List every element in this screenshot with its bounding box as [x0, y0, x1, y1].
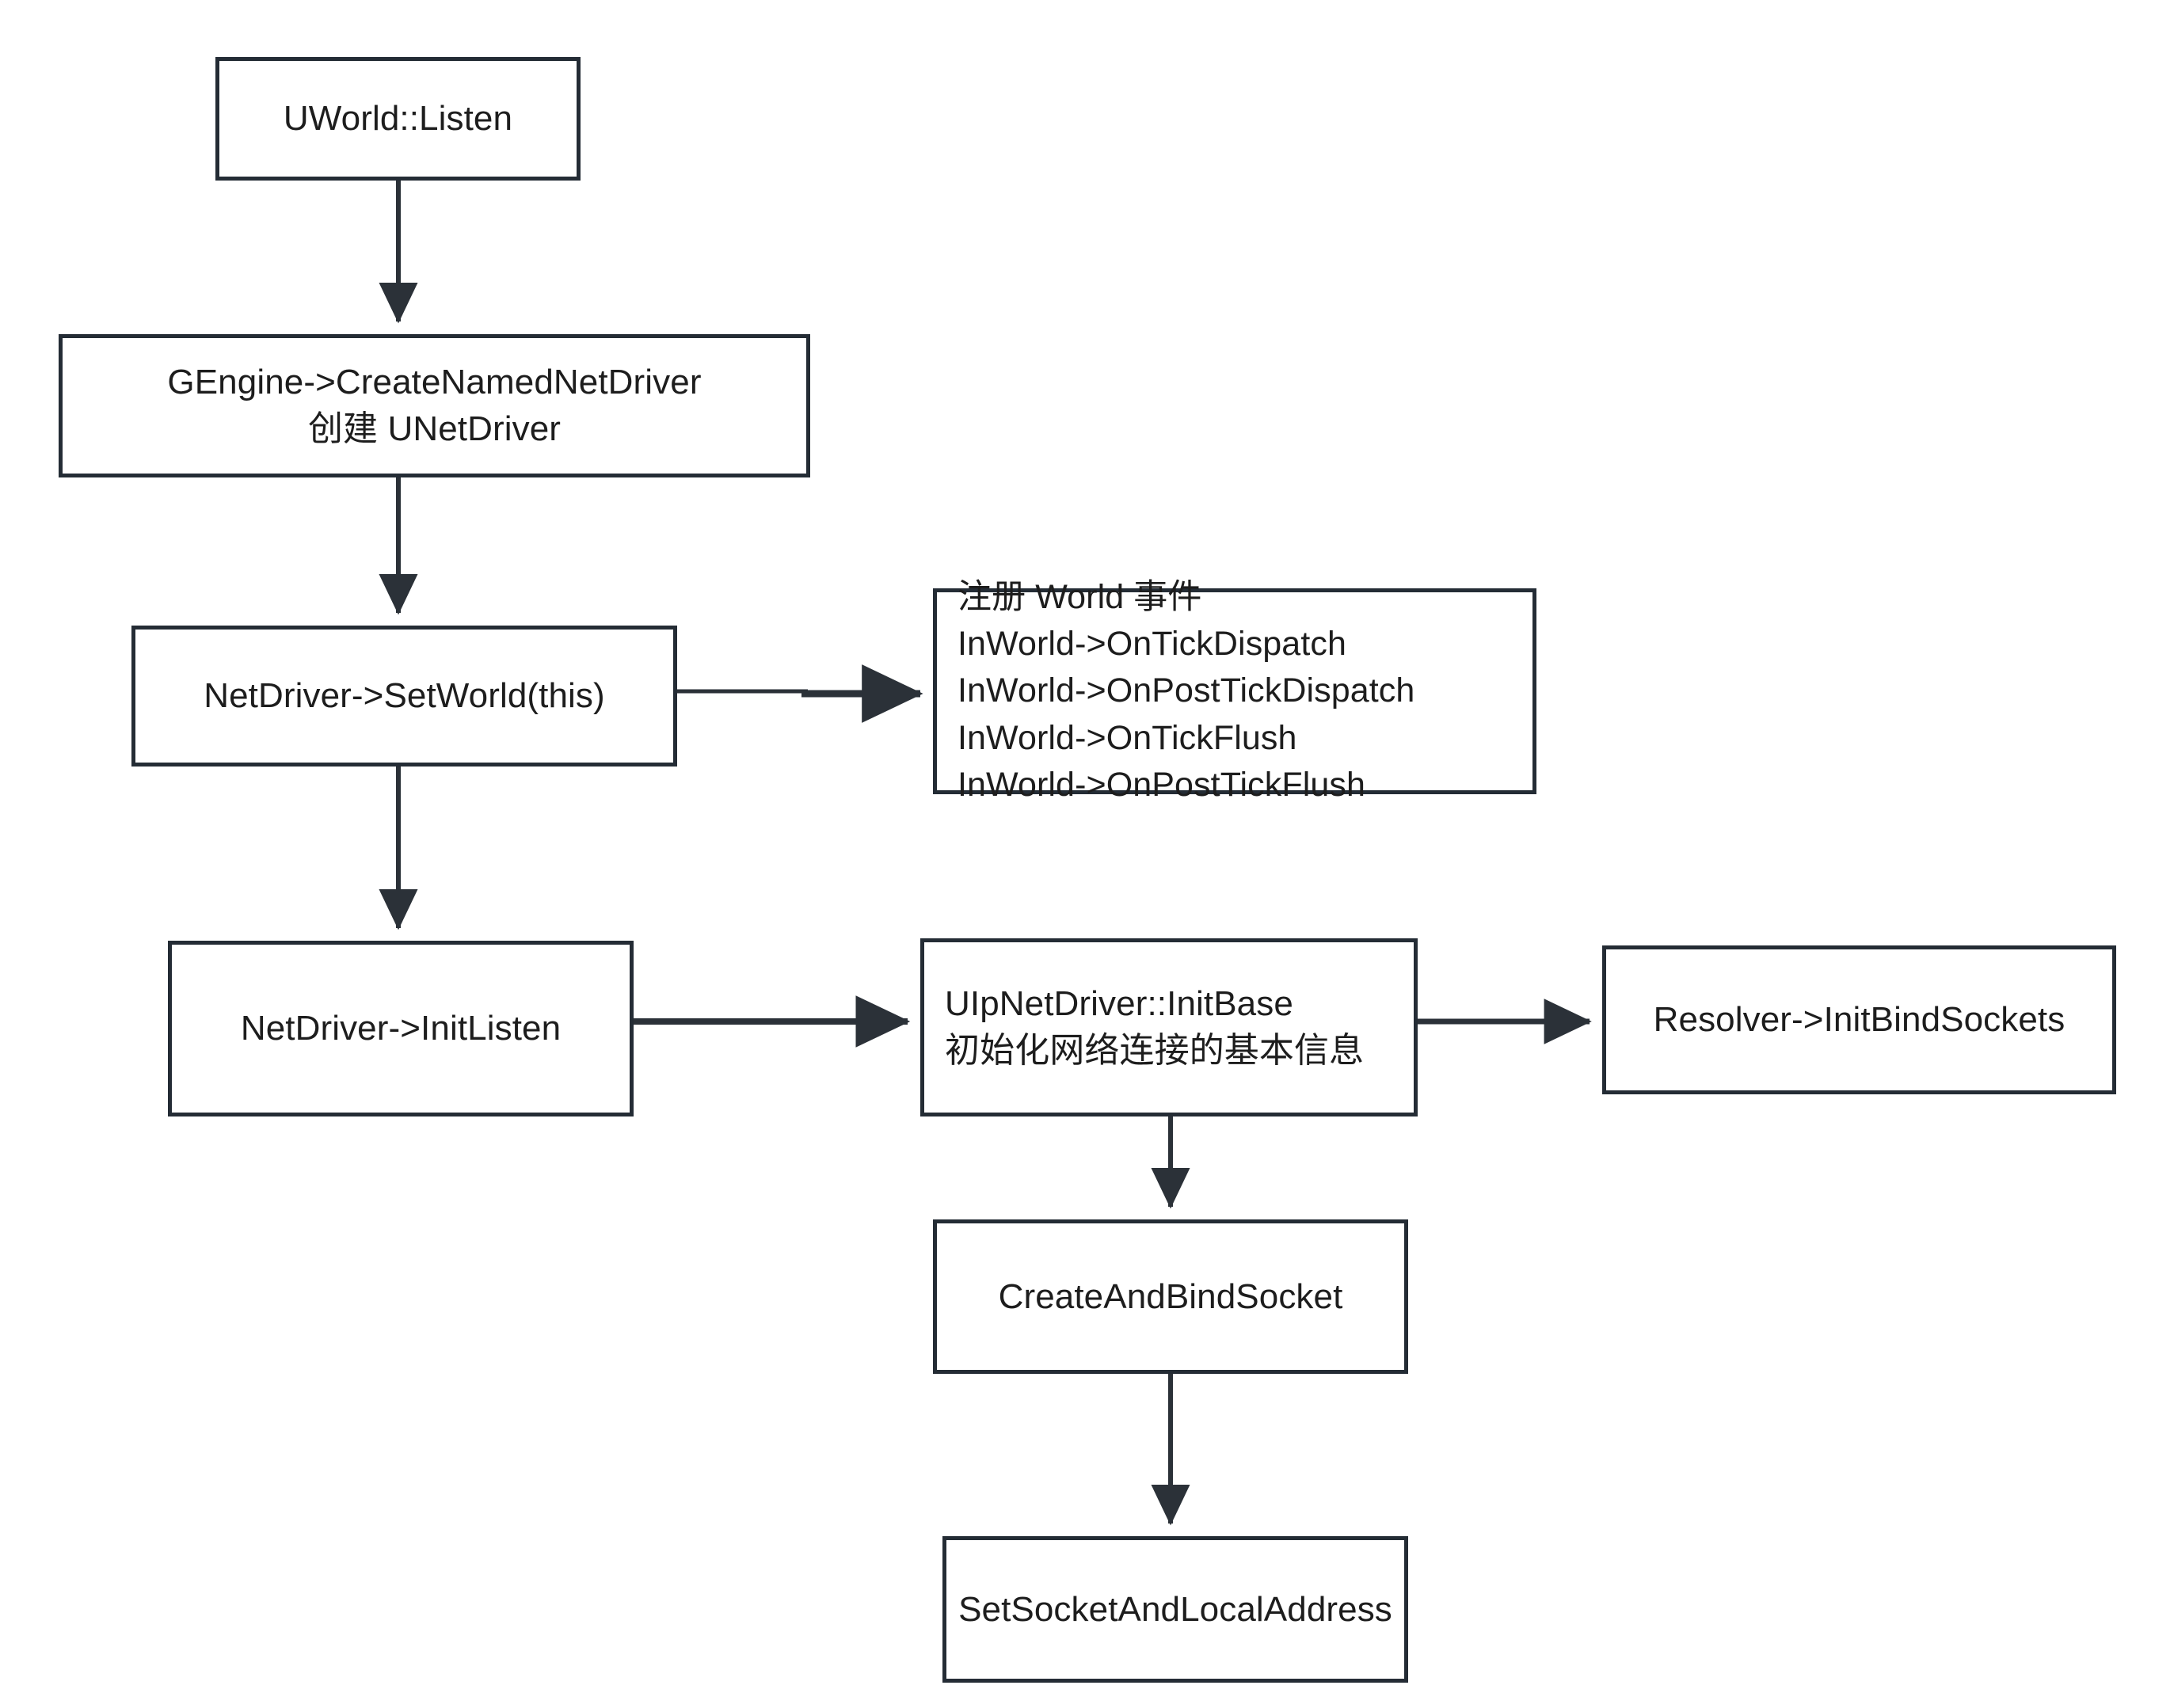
node-label: UIpNetDriver::InitBase 初始化网络连接的基本信息: [945, 983, 1365, 1070]
node-resolver-initbindsockets[interactable]: Resolver->InitBindSockets: [1602, 945, 2116, 1094]
node-label: 注册 World 事件 InWorld->OnTickDispatch InWo…: [958, 577, 1415, 804]
node-create-named-netdriver[interactable]: GEngine->CreateNamedNetDriver 创建 UNetDri…: [59, 334, 810, 477]
node-label: UWorld::Listen: [283, 99, 513, 139]
node-uworld-listen[interactable]: UWorld::Listen: [215, 57, 581, 181]
node-label: CreateAndBindSocket: [998, 1276, 1343, 1316]
node-create-and-bind-socket[interactable]: CreateAndBindSocket: [933, 1219, 1408, 1374]
node-label: Resolver->InitBindSockets: [1653, 1000, 2065, 1040]
node-netdriver-initlisten[interactable]: NetDriver->InitListen: [168, 941, 634, 1116]
node-label: SetSocketAndLocalAddress: [958, 1589, 1392, 1629]
edge-setworld-to-worldevents: [677, 664, 923, 723]
node-label: GEngine->CreateNamedNetDriver 创建 UNetDri…: [167, 362, 702, 448]
node-netdriver-setworld[interactable]: NetDriver->SetWorld(this): [131, 626, 677, 767]
node-set-socket-and-local-address[interactable]: SetSocketAndLocalAddress: [942, 1536, 1408, 1683]
node-register-world-events[interactable]: 注册 World 事件 InWorld->OnTickDispatch InWo…: [933, 578, 1536, 804]
node-label: NetDriver->InitListen: [240, 1009, 562, 1048]
node-uipnetdriver-initbase[interactable]: UIpNetDriver::InitBase 初始化网络连接的基本信息: [920, 938, 1418, 1116]
node-label: NetDriver->SetWorld(this): [204, 676, 605, 716]
